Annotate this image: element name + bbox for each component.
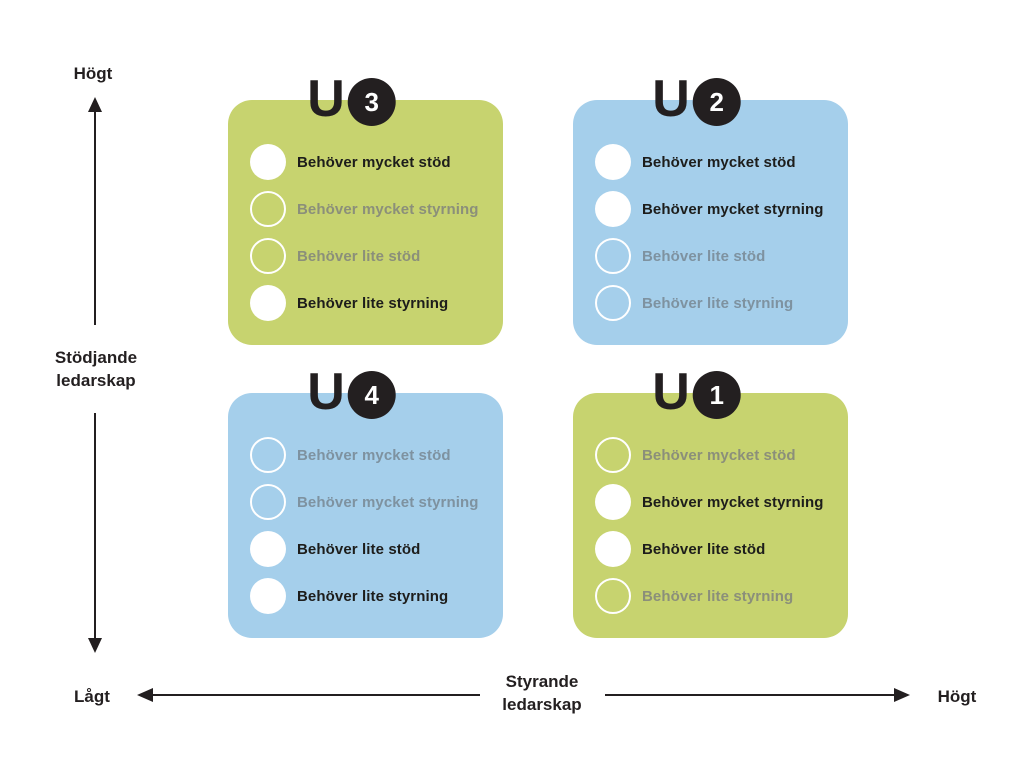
checklist-item-label: Behöver mycket styrning <box>297 200 479 218</box>
radio-circle-icon <box>250 238 286 274</box>
y-axis-low-label: Lågt <box>74 687 110 706</box>
card-prefix: U <box>652 70 690 128</box>
card-header: U 4 <box>307 363 396 421</box>
checklist: Behöver mycket stöd Behöver mycket styrn… <box>228 393 503 614</box>
radio-circle-icon <box>595 238 631 274</box>
checklist-item: Behöver mycket styrning <box>595 191 834 227</box>
checklist-item-label: Behöver mycket styrning <box>642 493 824 511</box>
checklist-item-label: Behöver mycket stöd <box>642 446 796 464</box>
radio-circle-icon <box>250 191 286 227</box>
card-header: U 1 <box>652 363 741 421</box>
checklist-item: Behöver lite stöd <box>250 238 489 274</box>
checklist-item: Behöver mycket styrning <box>595 484 834 520</box>
checklist-item: Behöver lite stöd <box>595 238 834 274</box>
checklist-item: Behöver lite stöd <box>595 531 834 567</box>
card-prefix: U <box>307 70 345 128</box>
x-axis-high-label: Högt <box>937 687 977 706</box>
y-axis-title: Stödjande ledarskap <box>54 348 138 390</box>
checklist-item: Behöver mycket styrning <box>250 484 489 520</box>
checklist: Behöver mycket stöd Behöver mycket styrn… <box>228 100 503 321</box>
radio-circle-icon <box>595 191 631 227</box>
checklist-item-label: Behöver lite stöd <box>642 247 766 265</box>
card-number-badge: 4 <box>347 371 396 419</box>
checklist-item: Behöver mycket stöd <box>250 437 489 473</box>
checklist-item-label: Behöver lite styrning <box>642 587 794 605</box>
card-number-badge: 2 <box>692 78 741 126</box>
horizontal-axis-arrow-right <box>605 688 910 702</box>
card-number: 2 <box>709 86 725 117</box>
radio-circle-icon <box>595 578 631 614</box>
radio-circle-icon <box>250 531 286 567</box>
checklist-item: Behöver lite styrning <box>595 285 834 321</box>
checklist-item-label: Behöver mycket stöd <box>297 446 451 464</box>
radio-circle-icon <box>595 144 631 180</box>
checklist-item-label: Behöver lite stöd <box>642 540 766 558</box>
card-number-badge: 1 <box>692 371 741 419</box>
checklist-item-label: Behöver lite styrning <box>642 294 794 312</box>
card-number-badge: 3 <box>347 78 396 126</box>
quadrant-card-u4: U 4 Behöver mycket stöd Behöver mycket s… <box>228 366 503 638</box>
checklist-item-label: Behöver lite stöd <box>297 540 421 558</box>
checklist-item: Behöver mycket stöd <box>250 144 489 180</box>
checklist: Behöver mycket stöd Behöver mycket styrn… <box>573 100 848 321</box>
checklist: Behöver mycket stöd Behöver mycket styrn… <box>573 393 848 614</box>
checklist-item-label: Behöver lite styrning <box>297 294 449 312</box>
quadrant-card-u1: U 1 Behöver mycket stöd Behöver mycket s… <box>573 366 848 638</box>
checklist-item: Behöver mycket styrning <box>250 191 489 227</box>
checklist-item-label: Behöver mycket stöd <box>297 153 451 171</box>
radio-circle-icon <box>250 484 286 520</box>
radio-circle-icon <box>595 531 631 567</box>
horizontal-axis-arrow-left <box>137 688 480 702</box>
checklist-item: Behöver lite stöd <box>250 531 489 567</box>
checklist-item-label: Behöver lite styrning <box>297 587 449 605</box>
vertical-axis-arrow-down <box>88 413 102 653</box>
checklist-item: Behöver lite styrning <box>250 578 489 614</box>
quadrant-card-u3: U 3 Behöver mycket stöd Behöver mycket s… <box>228 73 503 345</box>
radio-circle-icon <box>595 484 631 520</box>
checklist-item: Behöver lite styrning <box>250 285 489 321</box>
checklist-item: Behöver mycket stöd <box>595 144 834 180</box>
radio-circle-icon <box>250 437 286 473</box>
radio-circle-icon <box>250 285 286 321</box>
radio-circle-icon <box>250 578 286 614</box>
card-prefix: U <box>307 363 345 421</box>
checklist-item-label: Behöver mycket styrning <box>642 200 824 218</box>
checklist-item: Behöver mycket stöd <box>595 437 834 473</box>
radio-circle-icon <box>595 285 631 321</box>
checklist-item: Behöver lite styrning <box>595 578 834 614</box>
radio-circle-icon <box>250 144 286 180</box>
vertical-axis-arrow-up <box>88 97 102 325</box>
radio-circle-icon <box>595 437 631 473</box>
card-header: U 3 <box>307 70 396 128</box>
quadrant-card-u2: U 2 Behöver mycket stöd Behöver mycket s… <box>573 73 848 345</box>
checklist-item-label: Behöver lite stöd <box>297 247 421 265</box>
checklist-item-label: Behöver mycket styrning <box>297 493 479 511</box>
checklist-item-label: Behöver mycket stöd <box>642 153 796 171</box>
card-number: 3 <box>364 86 380 117</box>
y-axis-high-label: Högt <box>73 64 113 83</box>
card-header: U 2 <box>652 70 741 128</box>
x-axis-title: Styrande ledarskap <box>502 672 582 714</box>
card-prefix: U <box>652 363 690 421</box>
card-number: 4 <box>364 379 380 410</box>
card-number: 1 <box>709 379 725 410</box>
